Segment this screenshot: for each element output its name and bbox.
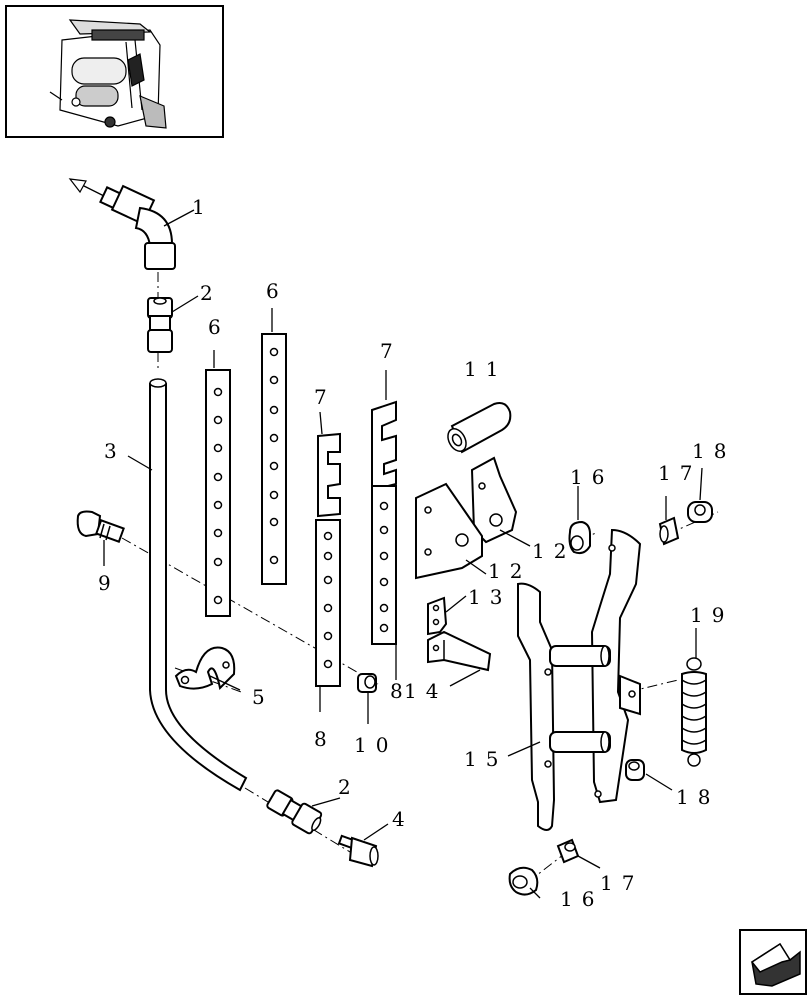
part-6-plate-middle[interactable] [261,333,287,585]
part-8-plate-right[interactable] [371,485,397,645]
callout-8-left: 8 [314,727,336,751]
callout-1: 1 [192,195,214,219]
part-13-angle-bracket[interactable] [427,596,448,636]
callout-6-middle: 6 [266,279,288,303]
part-10-spacer[interactable] [357,673,377,693]
part-7-shim-right[interactable] [371,400,397,492]
part-1-elbow-fitting[interactable] [68,178,176,270]
part-14-angle-bracket[interactable] [427,630,492,672]
part-18-spacer-lower[interactable] [625,759,645,781]
callout-7-right: 7 [380,339,402,363]
callout-2-lower: 2 [338,775,360,799]
callout-3: 3 [104,439,126,463]
part-3-tube[interactable] [149,378,248,792]
callout-15: 15 [464,747,507,771]
callout-12-rear: 12 [532,539,575,563]
callout-10: 10 [354,733,397,757]
callout-14: 14 [404,679,447,703]
callout-9: 9 [98,571,120,595]
callout-12-front: 12 [488,559,531,583]
part-17-bushing-lower[interactable] [556,838,580,864]
callout-13: 13 [468,585,511,609]
callout-19: 19 [690,603,733,627]
part-15-frame-arm[interactable] [517,528,642,831]
callout-5: 5 [252,685,274,709]
callout-11: 11 [464,357,507,381]
part-12-bracket-front[interactable] [415,482,483,580]
part-16-nut-upper[interactable] [568,520,591,555]
callout-16-lower: 16 [560,887,603,911]
leader-lines [103,209,703,899]
part-5-clamp[interactable] [174,646,236,691]
callout-labels: 1 2 3 6 6 7 7 11 9 5 8 10 8 12 12 13 14 … [98,195,735,911]
callout-2-upper: 2 [200,281,222,305]
callout-6-left: 6 [208,315,230,339]
callout-8-right: 8 [390,679,412,703]
part-4-fitting[interactable] [337,834,379,868]
callout-17-upper: 17 [658,461,701,485]
part-17-bushing-upper[interactable] [658,516,680,546]
part-18-spacer-upper[interactable] [687,501,713,523]
part-7-shim-left[interactable] [317,432,341,518]
callout-7-left: 7 [314,385,336,409]
callout-16-upper: 16 [570,465,613,489]
callout-17-lower: 17 [600,871,643,895]
part-9-bolt[interactable] [76,510,125,543]
part-11-sleeve[interactable] [444,402,512,454]
part-6-plate-left[interactable] [205,369,231,617]
callout-18-lower: 18 [676,785,719,809]
next-page-arrow-icon[interactable] [739,929,807,995]
part-8-plate-left[interactable] [315,519,341,687]
part-2-union-lower[interactable] [265,788,325,836]
part-19-spring[interactable] [681,657,707,767]
callout-4: 4 [392,807,414,831]
callout-18-upper: 18 [692,439,735,463]
part-2-union-upper[interactable] [147,297,173,353]
machine-locator-thumbnail[interactable] [5,5,224,138]
